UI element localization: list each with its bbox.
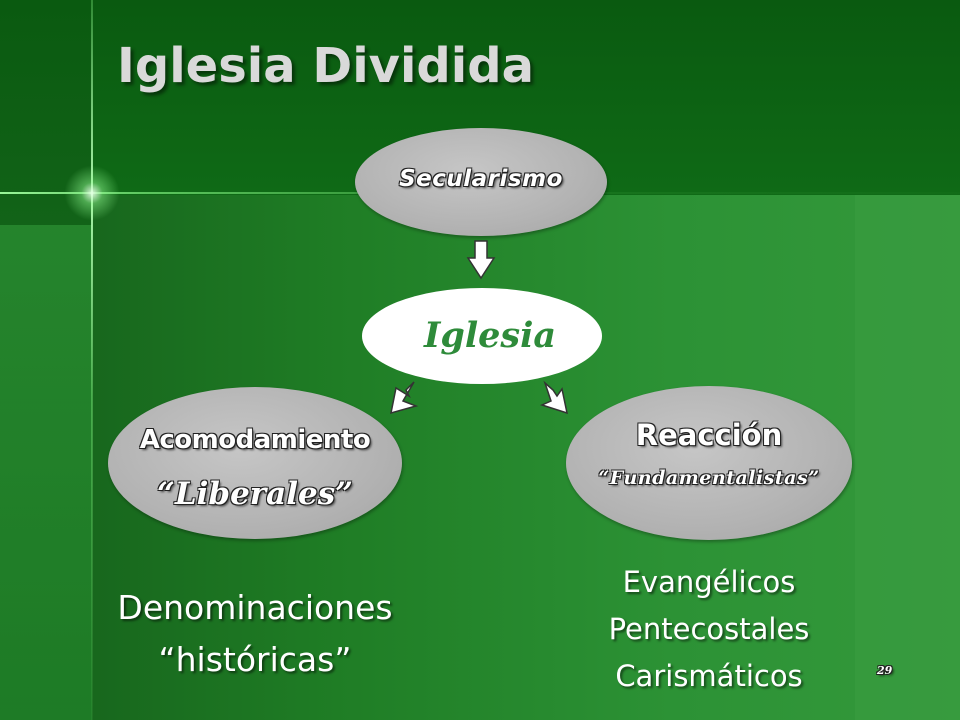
arrow-down-icon — [466, 240, 496, 280]
node-reaccion-label: Reacción — [635, 418, 783, 452]
node-secularismo — [355, 128, 607, 236]
background-right-block — [855, 195, 960, 720]
background-left-lower — [0, 225, 92, 720]
decorative-glow — [62, 163, 122, 223]
right-list-item-1: Evangélicos — [622, 565, 796, 599]
node-acomodamiento-label: Acomodamiento — [139, 425, 371, 455]
decorative-vertical-line — [91, 0, 93, 720]
right-list-item-3: Carismáticos — [615, 659, 803, 693]
node-acomodamiento — [108, 387, 402, 539]
right-list-item-2: Pentecostales — [608, 612, 810, 646]
node-iglesia-label: Iglesia — [424, 315, 557, 356]
node-reaccion — [566, 386, 852, 540]
arrow-down-right-icon — [539, 380, 568, 415]
node-secularismo-label: Secularismo — [399, 166, 563, 192]
node-reaccion-sublabel: “Fundamentalistas” — [598, 467, 820, 489]
slide-title: Iglesia Dividida — [117, 38, 534, 94]
node-acomodamiento-sublabel: “Liberales” — [156, 476, 353, 512]
left-list-item-1: Denominaciones — [117, 588, 393, 627]
node-iglesia — [362, 288, 602, 384]
left-list-item-2: “históricas” — [158, 640, 352, 679]
arrow-down-left-icon — [390, 381, 419, 415]
page-number: 29 — [877, 664, 893, 677]
